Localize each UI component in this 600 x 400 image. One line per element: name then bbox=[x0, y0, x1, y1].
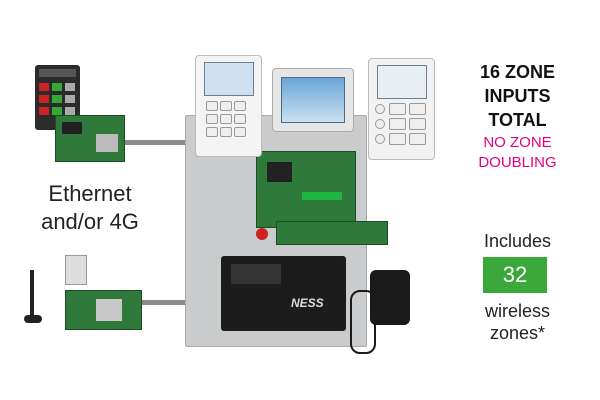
no-zone-doubling-note: NO ZONE DOUBLING bbox=[478, 134, 557, 171]
ethernet-label: Ethernet and/or 4G bbox=[41, 181, 139, 234]
wireless-count-badge: 32 bbox=[483, 257, 547, 293]
sim-card-image bbox=[65, 255, 87, 285]
keypad-lcd-image bbox=[195, 55, 262, 157]
keypad-buttons-image bbox=[368, 58, 435, 160]
includes-label: Includes bbox=[483, 231, 552, 251]
antenna-icon bbox=[30, 270, 34, 320]
battery-brand: NESS bbox=[291, 296, 324, 310]
battery-image: NESS bbox=[221, 256, 346, 331]
ethernet-cable bbox=[120, 140, 185, 145]
main-board-pcb bbox=[256, 151, 356, 228]
zone-inputs-heading: 16 ZONE INPUTS TOTAL bbox=[479, 62, 556, 130]
power-cord bbox=[350, 290, 376, 354]
expander-board-pcb bbox=[276, 221, 388, 245]
4g-module-pcb bbox=[65, 290, 142, 330]
ethernet-module-pcb bbox=[55, 115, 125, 162]
4g-cable bbox=[140, 300, 185, 305]
wireless-zones-label: wireless zones* bbox=[484, 301, 550, 343]
touchscreen-keypad-image bbox=[272, 68, 354, 132]
tamper-icon bbox=[256, 228, 268, 240]
power-adapter-image bbox=[370, 270, 410, 325]
antenna-base bbox=[24, 315, 42, 323]
